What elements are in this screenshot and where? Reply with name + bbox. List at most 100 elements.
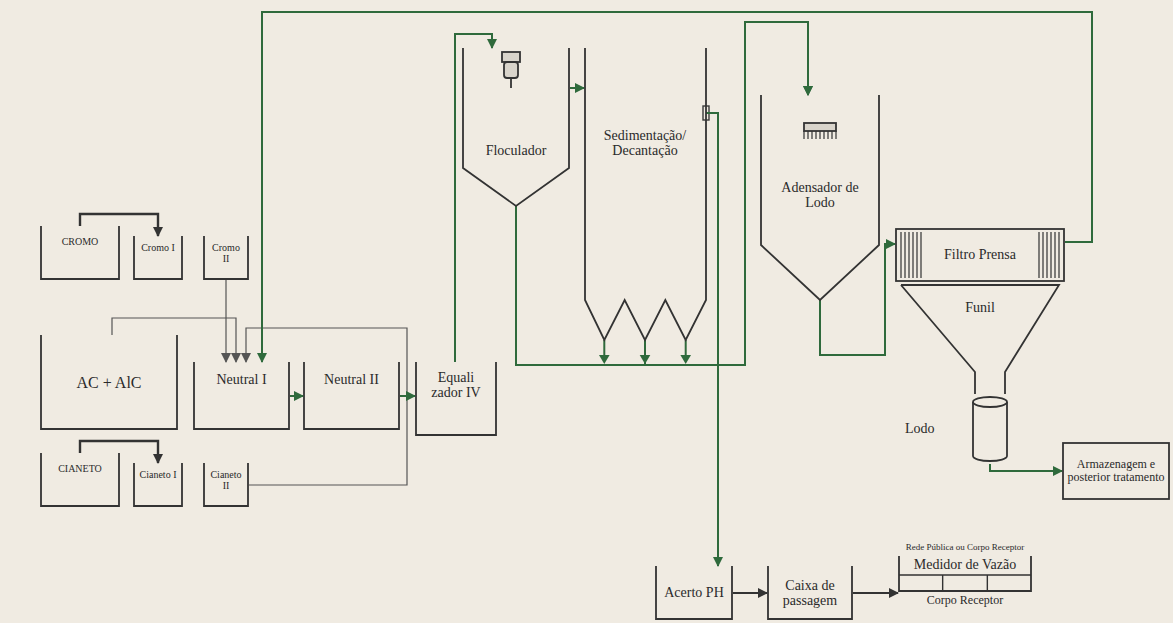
flow-connector <box>706 113 718 566</box>
tank-outline <box>40 226 120 280</box>
node-text: Floculador <box>486 143 547 158</box>
flow-connector <box>820 244 895 355</box>
node-text: Filtro Prensa <box>944 247 1016 262</box>
flow-connector <box>455 34 492 362</box>
node-text: Equali zador IV <box>421 370 491 401</box>
tank-wall <box>134 463 182 506</box>
outline-group <box>41 226 119 279</box>
tank: Caixa de passagem <box>767 566 853 620</box>
flow-connector <box>225 280 226 362</box>
node-text: Cromo I <box>141 242 175 253</box>
node-text: Neutral II <box>324 372 379 387</box>
tank: Equali zador IV <box>415 362 497 436</box>
tank: Cianeto II <box>203 463 249 507</box>
outline-group <box>901 285 1059 394</box>
node-text: CROMO <box>62 236 99 247</box>
outline-group <box>204 236 248 279</box>
outline-group <box>899 556 1031 591</box>
tank-wall <box>134 236 182 279</box>
tank: CROMO <box>40 226 120 280</box>
settling-tank-outline <box>584 48 706 340</box>
tank-wall <box>41 226 119 279</box>
flow-connector <box>262 12 1092 362</box>
mixer-body <box>504 62 518 78</box>
outline-group <box>656 566 732 619</box>
outline-group <box>463 48 569 206</box>
tank-wall <box>416 362 496 435</box>
tank: CIANETO <box>40 453 120 507</box>
box-border <box>1063 443 1169 499</box>
tank: Neutral I <box>193 362 290 430</box>
node-text: Cianeto I <box>140 469 177 480</box>
outline-group <box>761 95 879 300</box>
settling-tank: Sedimentação/ Decantação <box>584 48 706 340</box>
tank: Neutral II <box>303 362 400 430</box>
tank-wall <box>656 566 732 619</box>
outline-group <box>1063 443 1169 499</box>
outline-group <box>416 362 496 435</box>
tank: Cianeto I <box>133 463 183 507</box>
tank: Cromo I <box>133 236 183 280</box>
node-text: Corpo Receptor <box>927 594 1003 607</box>
flow-meter: Rede Pública ou Corpo ReceptorMedidor de… <box>898 543 1032 619</box>
node-text: Lodo <box>905 421 935 436</box>
press-frame <box>896 229 1064 281</box>
thickener-wall <box>761 95 879 300</box>
outline-group <box>585 48 706 340</box>
flow-connector <box>990 464 1062 471</box>
flow-connector <box>853 592 898 594</box>
node-text: Neutral I <box>216 372 266 387</box>
outline-group <box>41 453 119 506</box>
tank-wall <box>768 566 852 619</box>
flocculator-outline <box>462 48 570 206</box>
sludge-drum: Lodo <box>895 394 1015 464</box>
flow-connector <box>290 395 303 397</box>
flow-connector <box>246 328 407 485</box>
tank-wall <box>41 335 177 429</box>
outline-group <box>204 463 248 506</box>
meter-channels <box>899 575 1031 591</box>
flow-connector <box>112 318 236 362</box>
outline-group <box>41 335 177 429</box>
outline-group <box>134 236 182 279</box>
press-plates <box>901 232 1059 278</box>
tank-wall <box>304 362 399 429</box>
node-text: AC + AlC <box>76 374 141 392</box>
tank: AC + AlC <box>40 335 178 430</box>
mixer-shaft <box>510 78 512 88</box>
node-text: Adensador de Lodo <box>768 180 872 211</box>
node-text: Acerto PH <box>664 585 724 600</box>
tank: Acerto PH <box>655 566 733 620</box>
outline-group <box>134 463 182 506</box>
outline-group <box>896 229 1064 281</box>
sludge-arrow <box>680 355 691 364</box>
meter-tank <box>899 556 1031 591</box>
mixer-motor <box>502 52 520 62</box>
tank-wall <box>204 236 248 279</box>
node-text: Sedimentação/ Decantação <box>590 128 700 159</box>
flocculator: Floculador <box>462 48 570 206</box>
outline-group <box>768 566 852 619</box>
flocculator-wall <box>463 48 569 206</box>
tank-wall <box>41 453 119 506</box>
storage-box: Armazenagem e posterior tratamento <box>1062 442 1170 500</box>
node-text: Medidor de Vazão <box>914 557 1016 572</box>
outline-group <box>973 397 1007 461</box>
rake-bar <box>804 123 836 131</box>
filter-press: Filtro Prensa <box>895 228 1065 282</box>
flow-meter-outline <box>898 543 1032 619</box>
sludge-arrow <box>599 355 610 364</box>
rake-teeth <box>804 131 836 139</box>
flow-connector <box>516 22 808 365</box>
flow-connector <box>733 592 767 594</box>
flow-connector <box>400 395 415 397</box>
node-text: Cianeto II <box>208 469 244 491</box>
node-text: Cromo II <box>208 242 244 264</box>
node-text: CIANETO <box>58 463 102 474</box>
settling-wall <box>585 48 706 340</box>
tank-wall <box>204 463 248 506</box>
tank-wall <box>194 362 289 429</box>
outline-group <box>194 362 289 429</box>
